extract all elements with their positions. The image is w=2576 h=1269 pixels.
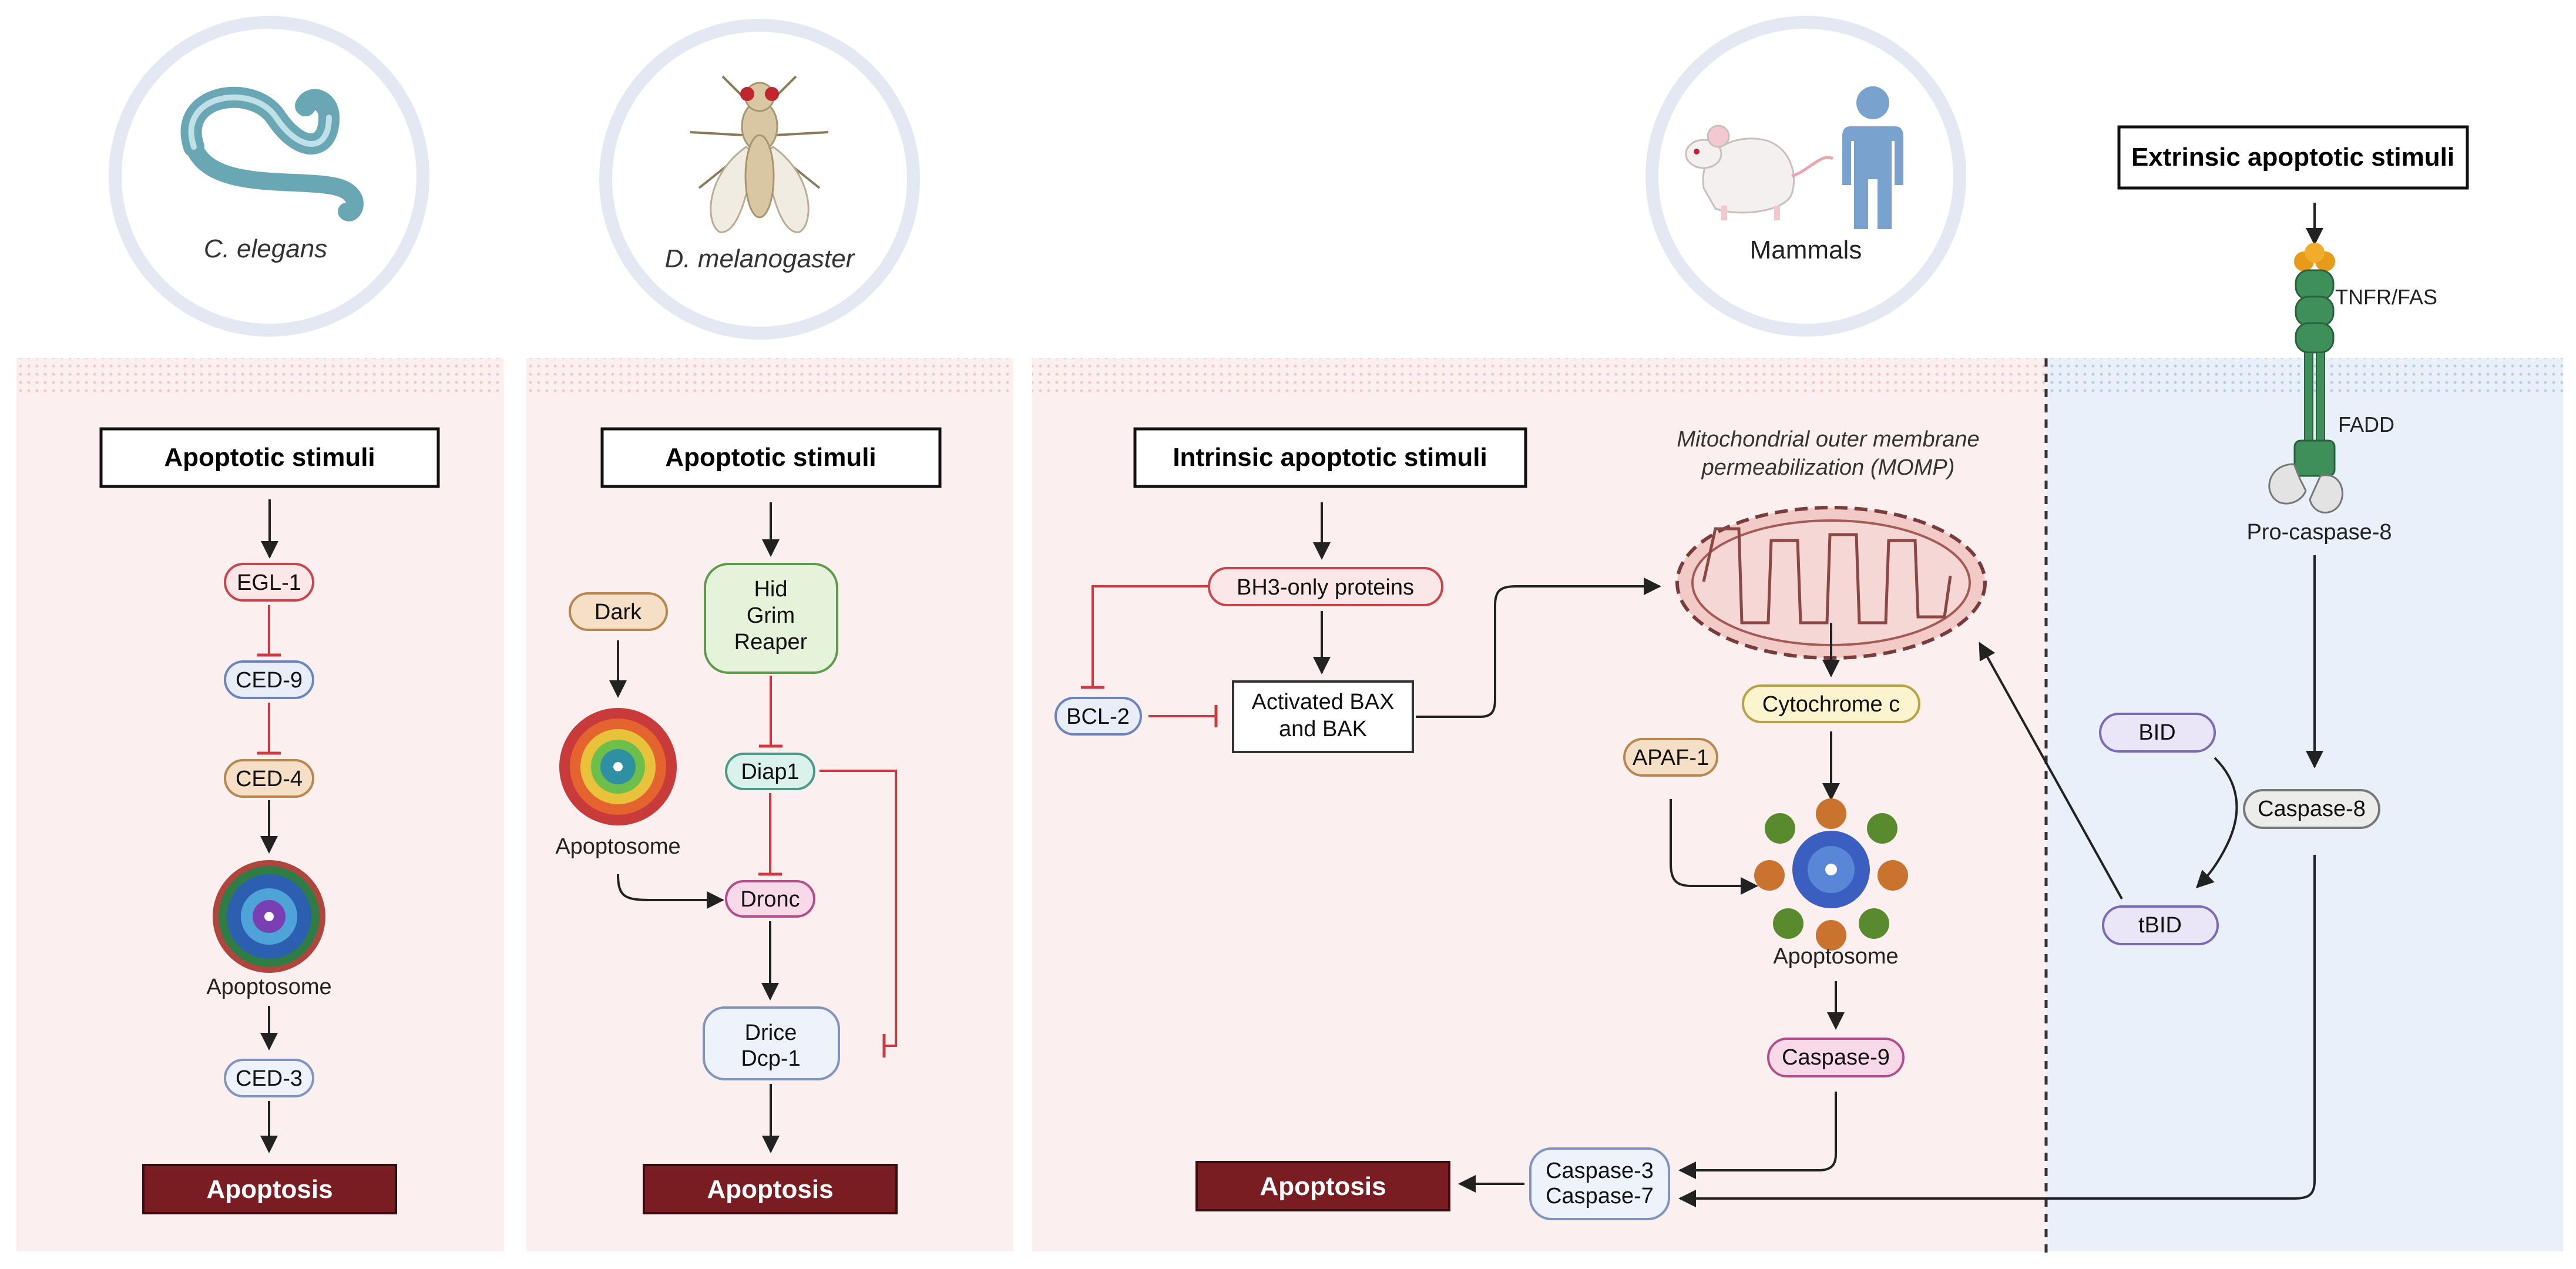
- celegans-pathway: Apoptotic stimuli EGL-1 CED-9 CED-4 Apop…: [99, 427, 440, 1214]
- celegans-stimuli-label: Apoptotic stimuli: [164, 443, 375, 472]
- caspase37-line-2: Caspase-7: [1546, 1184, 1654, 1208]
- diap1-inhibits-drice: [820, 770, 897, 1047]
- ced4-label: CED-4: [236, 767, 303, 791]
- organism-mammals: Mammals: [1645, 16, 1966, 337]
- bax-line-2: and BAK: [1279, 717, 1367, 741]
- cytochrome-c-label: Cytochrome c: [1762, 692, 1900, 717]
- intrinsic-stimuli-box: [1133, 427, 1527, 488]
- tbid-to-mito-arrow: [1979, 642, 2123, 899]
- cytochrome-c-node: [1742, 684, 1920, 723]
- pro-caspase8-icon: [2268, 463, 2343, 513]
- celegans-apoptosis-label: Apoptosis: [206, 1175, 333, 1204]
- dmel-pathway: Apoptotic stimuli Hid Grim Reaper Diap1 …: [555, 427, 942, 1214]
- celegans-stimuli-box: [99, 427, 440, 488]
- dmel-apoptosome-label: Apoptosome: [555, 834, 680, 859]
- apaf1-to-apoptosome-arrow: [1670, 799, 1758, 895]
- caspase37-node: [1529, 1147, 1670, 1220]
- egl1-label: EGL-1: [237, 570, 301, 595]
- caspase9-to-caspase37-arrow: [1678, 1092, 1837, 1179]
- dmel-stimuli-box: [600, 427, 942, 488]
- bax-to-mito-arrow: [1416, 578, 1661, 718]
- bax-bak-node: [1232, 680, 1414, 753]
- organism-name-dmel: D. melanogaster: [665, 244, 856, 273]
- dmel-stimuli-label: Apoptotic stimuli: [665, 443, 876, 472]
- diap1-label: Diap1: [741, 760, 799, 784]
- bcl2-label: BCL-2: [1066, 704, 1130, 729]
- mammals-apoptosis-box: [1195, 1161, 1450, 1211]
- mammals-apoptosis-label: Apoptosis: [1260, 1172, 1386, 1201]
- tbid-label: tBID: [2138, 913, 2182, 938]
- mammal-apoptosome-icon: [1754, 798, 1908, 951]
- tnfr-fas-label: TNFR/FAS: [2335, 285, 2437, 309]
- pro-caspase8-label: Pro-caspase-8: [2246, 520, 2392, 545]
- mouse-icon: [1685, 125, 1834, 220]
- hgr-line-3: Reaper: [734, 630, 808, 654]
- caspase9-label: Caspase-9: [1782, 1045, 1890, 1070]
- caspase9-node: [1767, 1038, 1905, 1077]
- dronc-node: [725, 880, 815, 918]
- celegans-apoptosis-box: [142, 1164, 397, 1214]
- dark-label: Dark: [595, 600, 642, 625]
- momp-line-1: Mitochondrial outer membrane: [1677, 427, 1979, 452]
- panel-celegans: [16, 358, 504, 1251]
- dmel-apoptosis-box: [643, 1164, 898, 1214]
- dmel-apoptosome-icon: [559, 708, 677, 825]
- bh3-label: BH3-only proteins: [1237, 575, 1414, 600]
- ced9-node: [224, 660, 314, 699]
- bid-label: BID: [2138, 720, 2175, 745]
- dark-node: [569, 592, 668, 631]
- apoptosome-to-dronc-arrow: [617, 874, 724, 909]
- bh3-inhibits-bcl2: [1091, 585, 1209, 687]
- organism-dmel: D. melanogaster: [599, 19, 920, 340]
- hid-grim-reaper-node: [704, 563, 838, 674]
- bid-node: [2099, 713, 2216, 753]
- ced9-label: CED-9: [236, 668, 303, 693]
- egl1-node: [224, 563, 314, 602]
- caspase8-node: [2243, 789, 2380, 829]
- caspase37-line-1: Caspase-3: [1546, 1159, 1654, 1183]
- dronc-label: Dronc: [740, 887, 800, 912]
- tnfr-fas-receptor-icon: [2293, 243, 2336, 477]
- bax-line-1: Activated BAX: [1252, 690, 1395, 714]
- dmel-apoptosis-label: Apoptosis: [707, 1175, 833, 1204]
- caspase8-to-caspase37-arrow: [1678, 855, 2316, 1207]
- hgr-line-1: Hid: [754, 577, 787, 602]
- diap1-node: [725, 753, 815, 790]
- momp-line-2: permeabilization (MOMP): [1701, 455, 1955, 480]
- hgr-line-2: Grim: [747, 603, 795, 628]
- worm-icon: [180, 86, 364, 221]
- bcl2-node: [1054, 697, 1142, 736]
- drice-line-2: Dcp-1: [741, 1046, 800, 1071]
- ced3-label: CED-3: [236, 1066, 303, 1091]
- apaf1-node: [1623, 738, 1718, 777]
- drice-line-1: Drice: [745, 1020, 797, 1045]
- panel-mammals-intrinsic: [1032, 358, 2046, 1251]
- intrinsic-stimuli-label: Intrinsic apoptotic stimuli: [1173, 443, 1487, 472]
- apaf1-label: APAF-1: [1633, 746, 1709, 770]
- celegans-apoptosome-icon: [213, 860, 325, 973]
- drice-dcp1-node: [703, 1006, 840, 1080]
- ced3-node: [224, 1059, 314, 1097]
- caspase8-label: Caspase-8: [2258, 797, 2366, 821]
- mitochondrion-icon: [1675, 506, 1987, 660]
- celegans-apoptosome-label: Apoptosome: [206, 975, 331, 999]
- fadd-label: FADD: [2338, 412, 2394, 437]
- extrinsic-pathway: Extrinsic apoptotic stimuli TNFR/FAS FAD…: [1678, 125, 2469, 1207]
- extrinsic-stimuli-label: Extrinsic apoptotic stimuli: [2131, 143, 2454, 172]
- fly-icon: [690, 75, 829, 233]
- organism-name-celegans: C. elegans: [204, 234, 327, 263]
- organism-celegans: C. elegans: [109, 16, 429, 337]
- caspase8-cleaves-bid-arrow: [2195, 757, 2238, 889]
- mammals-intrinsic-pathway: Intrinsic apoptotic stimuli BH3-only pro…: [1054, 427, 1987, 1220]
- ced4-node: [224, 759, 314, 798]
- tbid-node: [2102, 905, 2219, 945]
- organism-name-mammals: Mammals: [1750, 236, 1862, 264]
- mammal-apoptosome-label: Apoptosome: [1773, 944, 1898, 969]
- human-icon: [1842, 86, 1903, 229]
- extrinsic-stimuli-box: [2117, 125, 2469, 190]
